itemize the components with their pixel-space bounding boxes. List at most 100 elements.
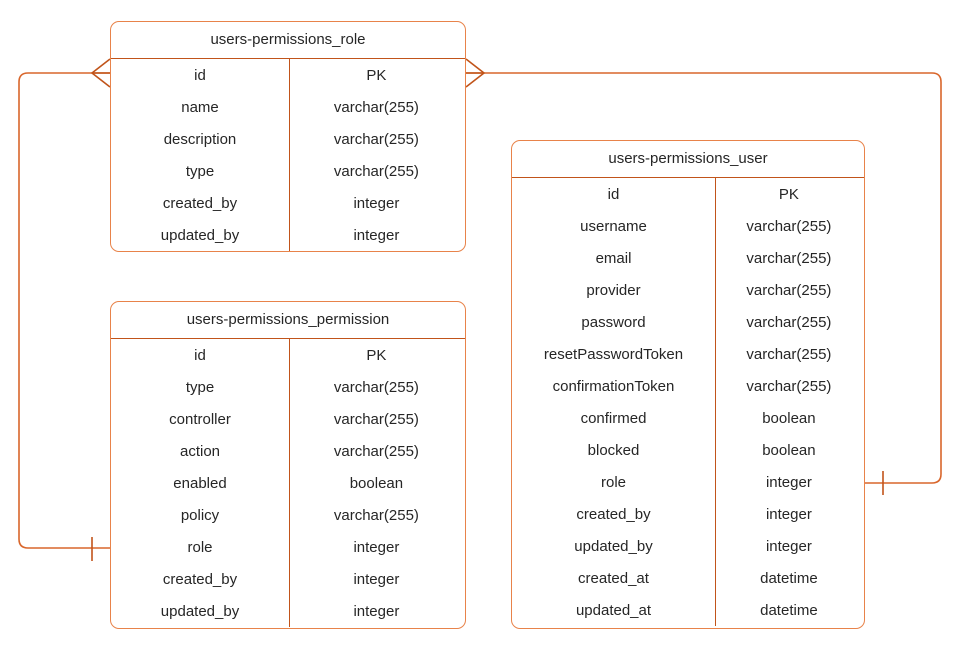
- field-type: datetime: [760, 601, 818, 619]
- field-name: updated_by: [160, 602, 240, 620]
- field-type: varchar(255): [333, 410, 419, 428]
- field-type: varchar(255): [333, 130, 419, 148]
- field-name: id: [194, 346, 206, 364]
- field-type: integer: [353, 538, 400, 556]
- field-name: password: [581, 313, 646, 331]
- field-row[interactable]: confirmed boolean: [512, 402, 864, 434]
- field-row[interactable]: created_at datetime: [512, 562, 864, 594]
- field-type: integer: [765, 537, 812, 555]
- field-row[interactable]: blocked boolean: [512, 434, 864, 466]
- field-name: updated_by: [574, 537, 653, 555]
- entity-title-role: users-permissions_role: [111, 22, 465, 59]
- field-name: type: [185, 162, 215, 180]
- field-name: id: [607, 185, 620, 203]
- field-row[interactable]: controller varchar(255): [111, 403, 465, 435]
- field-name: type: [185, 378, 215, 396]
- field-type: PK: [366, 346, 387, 364]
- field-name: created_by: [162, 194, 238, 212]
- field-type: varchar(255): [746, 281, 832, 299]
- field-type: varchar(255): [333, 162, 419, 180]
- field-row[interactable]: role integer: [512, 466, 864, 498]
- field-type: integer: [353, 226, 400, 244]
- column-divider: [289, 59, 290, 251]
- field-type: integer: [765, 473, 812, 491]
- field-row[interactable]: description varchar(255): [111, 123, 465, 155]
- field-name: blocked: [587, 441, 640, 459]
- field-row[interactable]: resetPasswordToken varchar(255): [512, 338, 864, 370]
- entity-fields-permission: id PK type varchar(255) controller varchar(25…: [111, 339, 465, 627]
- field-row[interactable]: name varchar(255): [111, 91, 465, 123]
- field-name: controller: [169, 410, 231, 428]
- field-name: created_at: [578, 569, 649, 587]
- field-row[interactable]: created_by integer: [111, 187, 465, 219]
- field-type: PK: [778, 185, 799, 203]
- field-type: varchar(255): [746, 313, 832, 331]
- field-type: boolean: [349, 474, 404, 492]
- field-type: varchar(255): [746, 217, 832, 235]
- field-name: username: [580, 217, 647, 235]
- field-type: varchar(255): [746, 377, 832, 395]
- field-row[interactable]: created_by integer: [512, 498, 864, 530]
- field-name: description: [163, 130, 237, 148]
- field-row[interactable]: created_by integer: [111, 563, 465, 595]
- field-type: varchar(255): [746, 345, 832, 363]
- field-name: role: [600, 473, 626, 491]
- field-name: created_by: [162, 570, 238, 588]
- field-type: datetime: [760, 569, 818, 587]
- field-type: PK: [366, 66, 387, 84]
- field-name: action: [179, 442, 221, 460]
- field-name: confirmationToken: [552, 377, 675, 395]
- field-row[interactable]: email varchar(255): [512, 242, 864, 274]
- field-name: updated_at: [575, 601, 652, 619]
- field-row[interactable]: id PK: [111, 339, 465, 371]
- field-row[interactable]: type varchar(255): [111, 155, 465, 187]
- field-row[interactable]: updated_by integer: [512, 530, 864, 562]
- field-type: integer: [353, 570, 400, 588]
- field-name: role: [187, 538, 213, 556]
- field-row[interactable]: id PK: [512, 178, 864, 210]
- field-type: varchar(255): [333, 378, 419, 396]
- entity-fields-user: id PK username varchar(255) email varchar(255…: [512, 178, 864, 626]
- entity-title-permission: users-permissions_permission: [111, 302, 465, 339]
- field-name: email: [595, 249, 632, 267]
- field-row[interactable]: role integer: [111, 531, 465, 563]
- field-row[interactable]: action varchar(255): [111, 435, 465, 467]
- field-row[interactable]: type varchar(255): [111, 371, 465, 403]
- field-row[interactable]: updated_at datetime: [512, 594, 864, 626]
- field-name: name: [181, 98, 219, 116]
- field-type: varchar(255): [333, 98, 419, 116]
- field-type: varchar(255): [746, 249, 832, 267]
- field-name: enabled: [173, 474, 227, 492]
- field-row[interactable]: id PK: [111, 59, 465, 91]
- field-type: boolean: [762, 409, 816, 427]
- field-name: policy: [180, 506, 220, 524]
- field-row[interactable]: confirmationToken varchar(255): [512, 370, 864, 402]
- field-type: boolean: [762, 441, 816, 459]
- field-row[interactable]: updated_by integer: [111, 595, 465, 627]
- relationship-permission-role: [18, 58, 111, 561]
- field-type: integer: [353, 194, 400, 212]
- field-type: integer: [765, 505, 812, 523]
- field-name: confirmed: [580, 409, 647, 427]
- field-row[interactable]: password varchar(255): [512, 306, 864, 338]
- crowsfoot-many-role-right: [465, 58, 486, 88]
- field-row[interactable]: policy varchar(255): [111, 499, 465, 531]
- field-name: updated_by: [160, 226, 240, 244]
- field-type: integer: [353, 602, 400, 620]
- column-divider: [289, 339, 290, 627]
- column-divider: [715, 178, 716, 626]
- field-name: id: [194, 66, 206, 84]
- field-row[interactable]: enabled boolean: [111, 467, 465, 499]
- crowsfoot-many-role-left: [90, 58, 111, 88]
- field-row[interactable]: updated_by integer: [111, 219, 465, 251]
- field-type: varchar(255): [333, 442, 419, 460]
- field-name: resetPasswordToken: [543, 345, 684, 363]
- field-type: varchar(255): [333, 506, 419, 524]
- field-name: created_by: [576, 505, 651, 523]
- entity-fields-role: id PK name varchar(255) description varchar(2…: [111, 59, 465, 251]
- field-row[interactable]: username varchar(255): [512, 210, 864, 242]
